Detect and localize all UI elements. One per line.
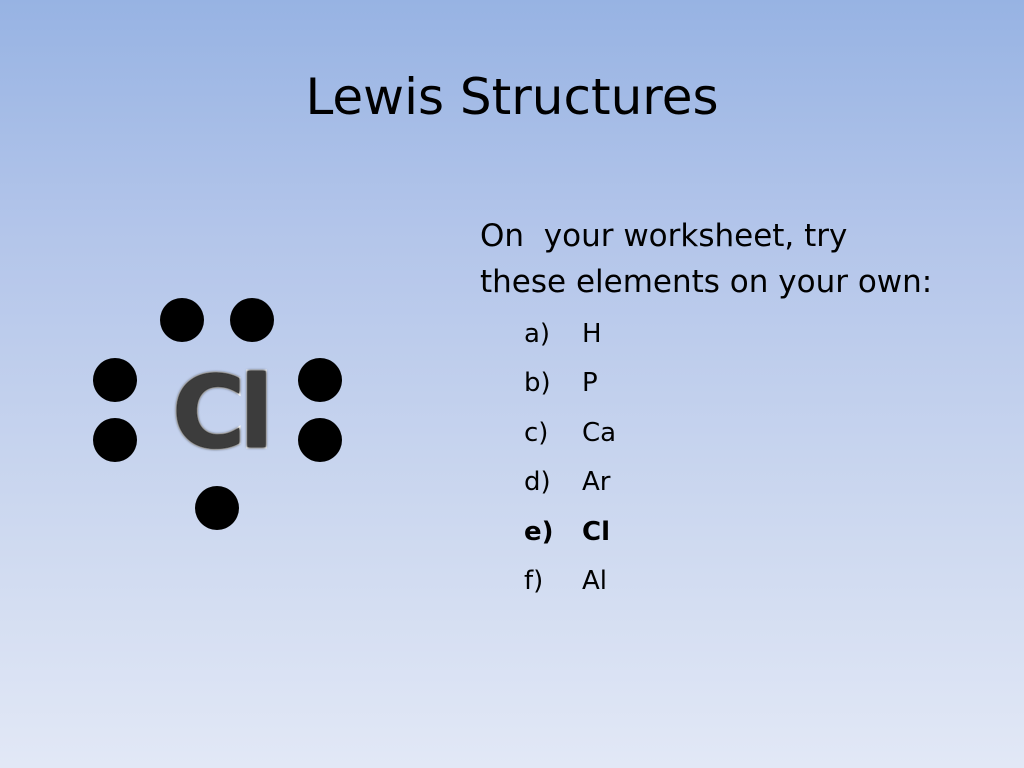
list-marker: b) <box>524 368 551 399</box>
list-marker: e) <box>524 516 554 547</box>
electron-dot <box>93 358 137 402</box>
instruction-line-1: On your worksheet, try <box>480 218 848 254</box>
instruction-line-2: these elements on your own: <box>480 264 933 300</box>
list-item: b) P <box>524 359 616 408</box>
list-marker: f) <box>524 565 544 596</box>
instruction-text: On your worksheet, try these elements on… <box>480 213 1000 305</box>
element-name: Ca <box>582 417 617 448</box>
list-item: d) Ar <box>524 458 616 507</box>
element-name: Ar <box>582 467 611 498</box>
list-item: f) Al <box>524 557 616 606</box>
lewis-structure-diagram: Cl <box>80 280 360 550</box>
list-item: a) H <box>524 310 616 359</box>
electron-dot <box>230 298 274 342</box>
list-marker: c) <box>524 417 549 448</box>
electron-dot <box>195 486 239 530</box>
list-marker: a) <box>524 319 551 349</box>
list-item-highlighted: e) Cl <box>524 508 616 557</box>
list-marker: d) <box>524 467 551 498</box>
element-name: H <box>582 319 602 349</box>
electron-dot <box>160 298 204 342</box>
electron-dot <box>298 418 342 462</box>
element-symbol: Cl <box>171 354 276 471</box>
element-name: P <box>582 368 598 399</box>
slide-title: Lewis Structures <box>305 68 719 126</box>
element-list: a) H b) P c) Ca d) Ar e) Cl f) Al <box>524 310 616 606</box>
list-item: c) Ca <box>524 409 616 458</box>
electron-dot <box>93 418 137 462</box>
element-name: Cl <box>582 516 610 547</box>
element-name: Al <box>582 565 608 596</box>
electron-dot <box>298 358 342 402</box>
